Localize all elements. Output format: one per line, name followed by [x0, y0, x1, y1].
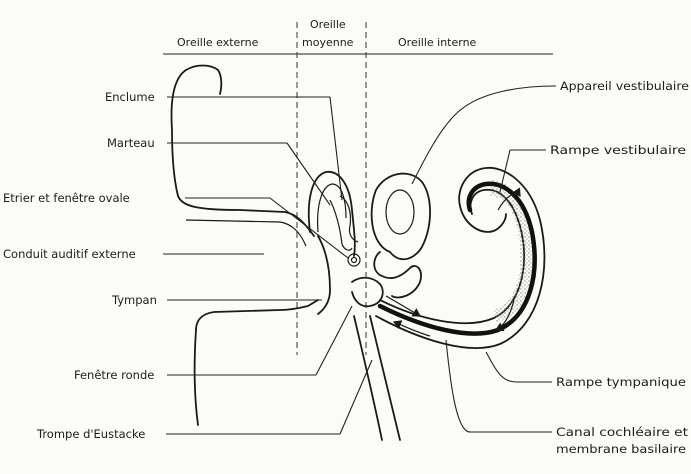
- leader-canal: [446, 340, 552, 432]
- label-appareil-vestibulaire: Appareil vestibulaire: [560, 79, 689, 93]
- stapes-footplate: [352, 258, 357, 263]
- label-rampe-tympanique: Rampe tympanique: [556, 375, 686, 389]
- tympan-shape: [318, 236, 330, 314]
- label-conduit: Conduit auditif externe: [3, 247, 136, 261]
- eustachian-tube-right: [370, 316, 400, 440]
- cochlea-inner: [380, 190, 524, 323]
- label-tympan: Tympan: [111, 293, 157, 307]
- label-rampe-vestibulaire: Rampe vestibulaire: [550, 143, 686, 157]
- leader-marteau-2: [287, 143, 330, 205]
- header-middle-ear-line1: Oreille: [310, 18, 346, 31]
- vestibular-inner: [386, 190, 414, 234]
- label-enclume: Enclume: [105, 90, 155, 104]
- header-inner-ear: Oreille interne: [398, 36, 477, 49]
- label-etrier: Etrier et fenêtre ovale: [3, 191, 130, 205]
- label-canal-line2: membrane basilaire: [556, 442, 686, 456]
- canal-inner-line: [186, 220, 306, 246]
- header-middle-ear-line2: moyenne: [302, 36, 354, 49]
- label-fenetre-ronde: Fenêtre ronde: [74, 368, 154, 382]
- enclume-shape: [340, 196, 358, 242]
- canal-lower-wall: [196, 300, 318, 330]
- label-marteau: Marteau: [107, 136, 155, 150]
- middle-ear-inner: [318, 184, 346, 232]
- label-trompe: Trompe d'Eustacke: [36, 427, 145, 441]
- leader-appareil-vestibulaire: [412, 86, 556, 184]
- vestibular-outer: [372, 174, 430, 260]
- canal-lower-outer: [195, 330, 198, 425]
- leader-trompe-2: [340, 360, 372, 434]
- pinna-top: [186, 66, 221, 95]
- eustachian-tube-left: [354, 316, 382, 440]
- pinna-outline: [172, 70, 314, 236]
- header-outer-ear: Oreille externe: [177, 36, 259, 49]
- leader-rampe-tympanique: [486, 352, 552, 382]
- label-canal-line1: Canal cochléaire et: [556, 425, 689, 439]
- middle-ear-lower: [352, 278, 383, 307]
- leader-fenetre-ronde-2: [316, 306, 352, 375]
